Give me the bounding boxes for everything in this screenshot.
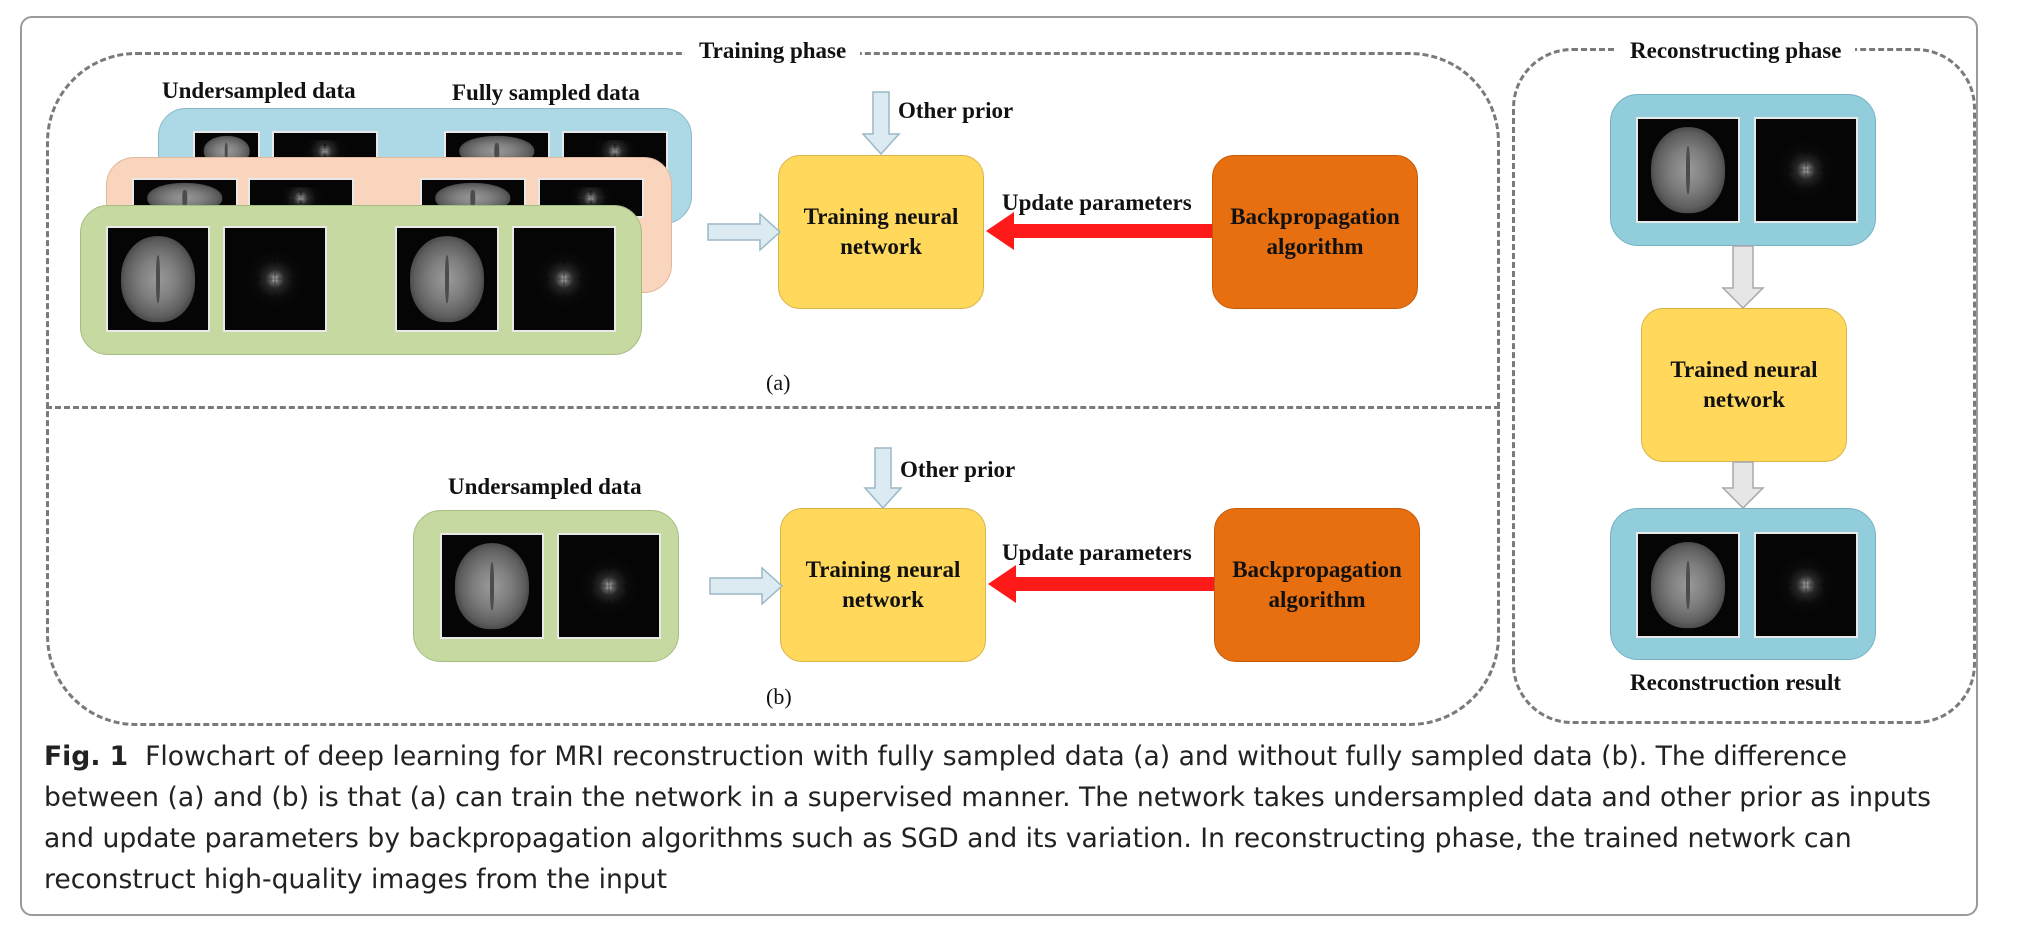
kspace-image [223,226,327,332]
other-prior-label-b: Other prior [900,457,1016,482]
mri-image [440,533,544,639]
figure-caption: Fig. 1 Flowchart of deep learning for MR… [44,736,1964,900]
other-prior-label-a: Other prior [898,98,1014,123]
mri-image [106,226,210,332]
kspace-image [1754,117,1858,223]
kspace-image [557,533,661,639]
caption-text: Flowchart of deep learning for MRI recon… [44,741,1931,895]
kspace-image [1754,532,1858,638]
caption-label: Fig. 1 [44,741,129,772]
undersampled-data-label-b: Undersampled data [448,474,642,499]
reconstruction-result-label: Reconstruction result [1630,670,1842,695]
kspace-image [512,226,616,332]
panel-b-label: (b) [766,684,792,709]
figure-frame [20,16,1978,916]
panel-a-label: (a) [766,370,791,395]
training-phase-title: Training phase [685,38,861,64]
update-parameters-label-a: Update parameters [1002,190,1192,215]
mri-image [395,226,499,332]
reconstructing-phase-title: Reconstructing phase [1616,38,1856,64]
undersampled-data-label-a: Undersampled data [162,78,356,103]
mri-image [1636,117,1740,223]
section-divider [46,406,1500,409]
mri-image [1636,532,1740,638]
update-parameters-label-b: Update parameters [1002,540,1192,565]
fully-sampled-data-label: Fully sampled data [452,80,640,105]
